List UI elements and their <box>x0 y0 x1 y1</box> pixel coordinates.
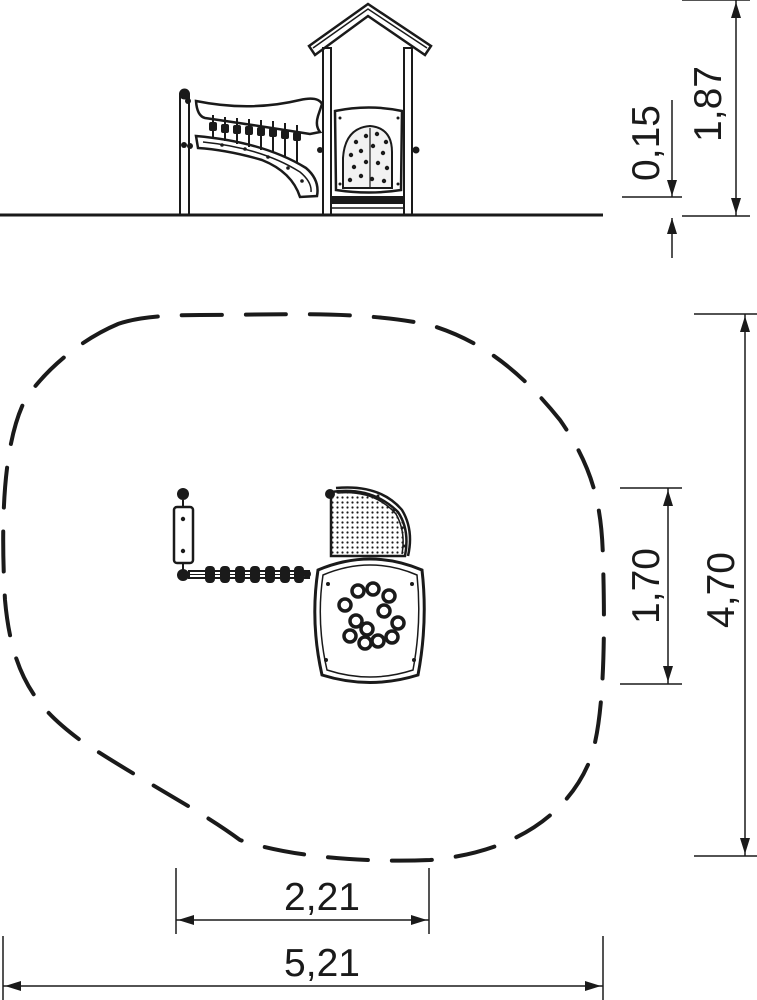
plan-curved-panel <box>325 486 412 558</box>
elevation-left-post <box>179 88 190 216</box>
footprint-depth-label: 1,70 <box>625 548 668 624</box>
base-depth-label: 0,15 <box>625 105 668 181</box>
plan-climbing-rings <box>337 581 406 651</box>
dimension-footprint-depth: 1,70 <box>620 487 682 685</box>
dimension-safety-width: 5,21 <box>2 936 604 1000</box>
safety-depth-label: 4,70 <box>700 552 743 628</box>
dimension-base-depth: 0,15 <box>622 100 682 258</box>
elevation-view <box>0 2 603 217</box>
elevation-ramp-board <box>187 134 319 199</box>
elevation-panel-board <box>185 97 324 162</box>
safety-zone-outline <box>1 312 606 863</box>
dimension-footprint-width: 2,21 <box>175 868 430 934</box>
plan-baluster-rail <box>188 566 311 583</box>
elevation-tower-roof <box>307 2 433 57</box>
dimension-safety-depth: 4,70 <box>694 313 757 857</box>
elevation-tower-floor <box>331 196 404 209</box>
elevation-tower-posts <box>317 47 420 216</box>
plan-tower-deck <box>313 557 426 684</box>
plan-left-post <box>172 488 195 581</box>
dimension-total-height: 1,87 <box>682 0 750 217</box>
elevation-tower-panel <box>333 106 404 194</box>
footprint-width-label: 2,21 <box>284 876 360 919</box>
safety-width-label: 5,21 <box>284 942 360 985</box>
total-height-label: 1,87 <box>687 66 730 142</box>
